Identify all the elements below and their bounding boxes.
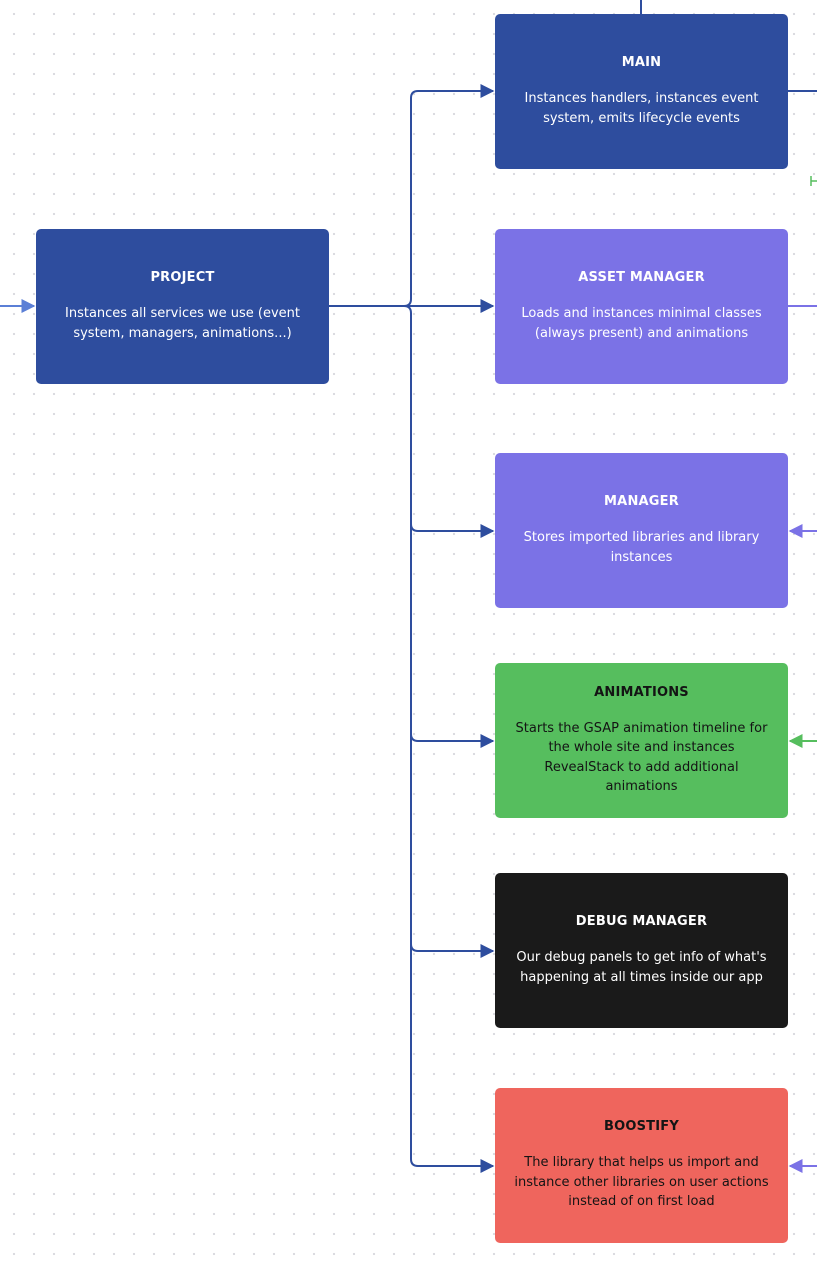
node-main[interactable]: MAIN Instances handlers, instances event… bbox=[495, 14, 788, 169]
node-asset-manager-description: Loads and instances minimal classes (alw… bbox=[521, 306, 762, 341]
edge-project-main bbox=[329, 84, 495, 307]
node-boostify-description: The library that helps us import and ins… bbox=[514, 1155, 769, 1210]
node-project[interactable]: PROJECT Instances all services we use (e… bbox=[36, 229, 329, 384]
node-project-description: Instances all services we use (event sys… bbox=[65, 306, 300, 341]
edge-green-stub bbox=[810, 176, 817, 186]
node-asset-manager[interactable]: ASSET MANAGER Loads and instances minima… bbox=[495, 229, 788, 384]
node-animations[interactable]: ANIMATIONS Starts the GSAP animation tim… bbox=[495, 663, 788, 818]
node-main-description: Instances handlers, instances event syst… bbox=[524, 91, 759, 126]
node-debug-manager-description: Our debug panels to get info of what's h… bbox=[516, 950, 767, 985]
node-manager-title: MANAGER bbox=[604, 494, 679, 509]
node-animations-description: Starts the GSAP animation timeline for t… bbox=[515, 720, 768, 795]
node-debug-manager-title: DEBUG MANAGER bbox=[575, 914, 708, 929]
node-manager-description: Stores imported libraries and library in… bbox=[523, 530, 760, 565]
node-debug-manager[interactable]: DEBUG MANAGER Our debug panels to get in… bbox=[495, 873, 788, 1028]
node-boostify-title: BOOSTIFY bbox=[604, 1119, 679, 1135]
node-animations-title: ANIMATIONS bbox=[594, 684, 689, 700]
node-project-title: PROJECT bbox=[150, 270, 215, 285]
edge-project-animations bbox=[410, 524, 495, 748]
node-boostify[interactable]: BOOSTIFY The library that helps us impor… bbox=[495, 1088, 788, 1243]
node-manager[interactable]: MANAGER Stores imported libraries and li… bbox=[495, 453, 788, 608]
node-asset-manager-title: ASSET MANAGER bbox=[578, 270, 705, 285]
edge-project-manager bbox=[403, 305, 495, 538]
node-main-title: MAIN bbox=[621, 55, 662, 70]
edge-project-debug-manager bbox=[410, 734, 495, 958]
edge-project-boostify bbox=[410, 944, 495, 1173]
